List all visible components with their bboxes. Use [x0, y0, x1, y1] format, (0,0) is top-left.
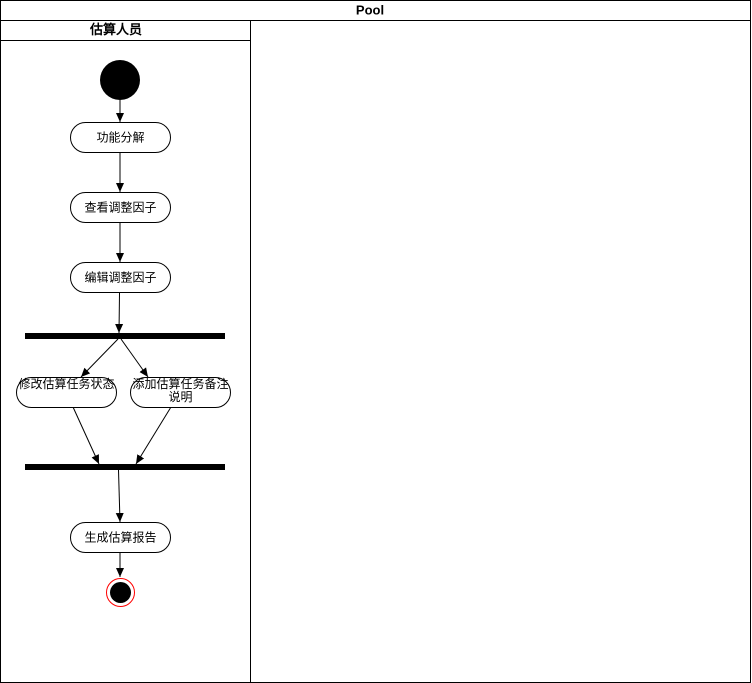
activity-decompose[interactable]: 功能分解: [70, 122, 171, 153]
activity-edit-factors-label: 编辑调整因子: [84, 270, 156, 285]
activity-add-note-label-line2: 说明: [168, 389, 192, 404]
edge-fork-to-modify: [80, 338, 119, 378]
activity-add-note-label-line1: 添加估算任务备注: [132, 376, 228, 391]
activity-edit-factors[interactable]: 编辑调整因子: [70, 262, 171, 293]
activity-add-note[interactable]: 添加估算任务备注 说明: [130, 376, 231, 408]
edge-modify-to-join: [72, 406, 100, 465]
join-bar[interactable]: [25, 464, 225, 470]
activity-generate-report-label: 生成估算报告: [84, 530, 156, 545]
activity-generate-report[interactable]: 生成估算报告: [70, 522, 171, 553]
edge-note-to-join: [135, 406, 172, 465]
edge-edit-to-fork: [115, 292, 124, 334]
activity-modify-status-label: 修改估算任务状态: [18, 376, 114, 391]
edge-fork-to-note: [120, 338, 149, 378]
fork-bar[interactable]: [25, 333, 225, 339]
activity-decompose-label: 功能分解: [96, 131, 144, 145]
start-node[interactable]: [100, 60, 140, 100]
activity-view-factors[interactable]: 查看调整因子: [70, 192, 171, 223]
lane-estimator-title: 估算人员: [89, 22, 142, 37]
end-node[interactable]: [106, 578, 135, 607]
activity-modify-status[interactable]: 修改估算任务状态: [16, 376, 117, 408]
pool-title: Pool: [356, 3, 384, 18]
edge-join-to-report: [115, 469, 124, 523]
activity-view-factors-label: 查看调整因子: [84, 200, 156, 215]
